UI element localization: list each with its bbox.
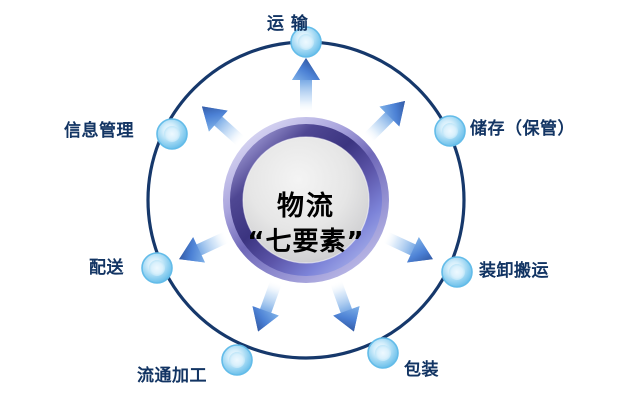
arrow-to-storage [363,101,405,143]
node-handling[interactable] [441,256,473,288]
node-label-information: 信息管理 [64,121,134,141]
arrow-to-packaging [330,280,360,332]
node-label-storage: 储存（保管） [470,119,575,139]
center-title-line1: 物流 [277,191,335,222]
node-label-delivery: 配送 [89,258,124,278]
arrow-to-handling [383,231,433,263]
center-donut [223,117,389,283]
node-storage[interactable] [434,115,466,147]
node-group [141,26,473,376]
node-packaging[interactable] [367,337,399,369]
arrow-group [179,58,433,332]
arrow-to-processing [252,280,282,332]
arrow-to-delivery [179,231,229,263]
node-label-handling: 装卸搬运 [479,261,549,281]
center-title-line2: “七要素” [247,227,364,257]
arrow-to-information [201,106,245,146]
node-transport[interactable] [290,26,322,58]
node-information[interactable] [156,118,188,150]
arrow-to-transport [292,58,320,112]
node-processing[interactable] [221,344,253,376]
node-label-processing: 流通加工 [137,366,207,386]
node-label-transport: 运 输 [267,14,309,34]
node-label-packaging: 包装 [404,360,439,380]
node-delivery[interactable] [141,252,173,284]
